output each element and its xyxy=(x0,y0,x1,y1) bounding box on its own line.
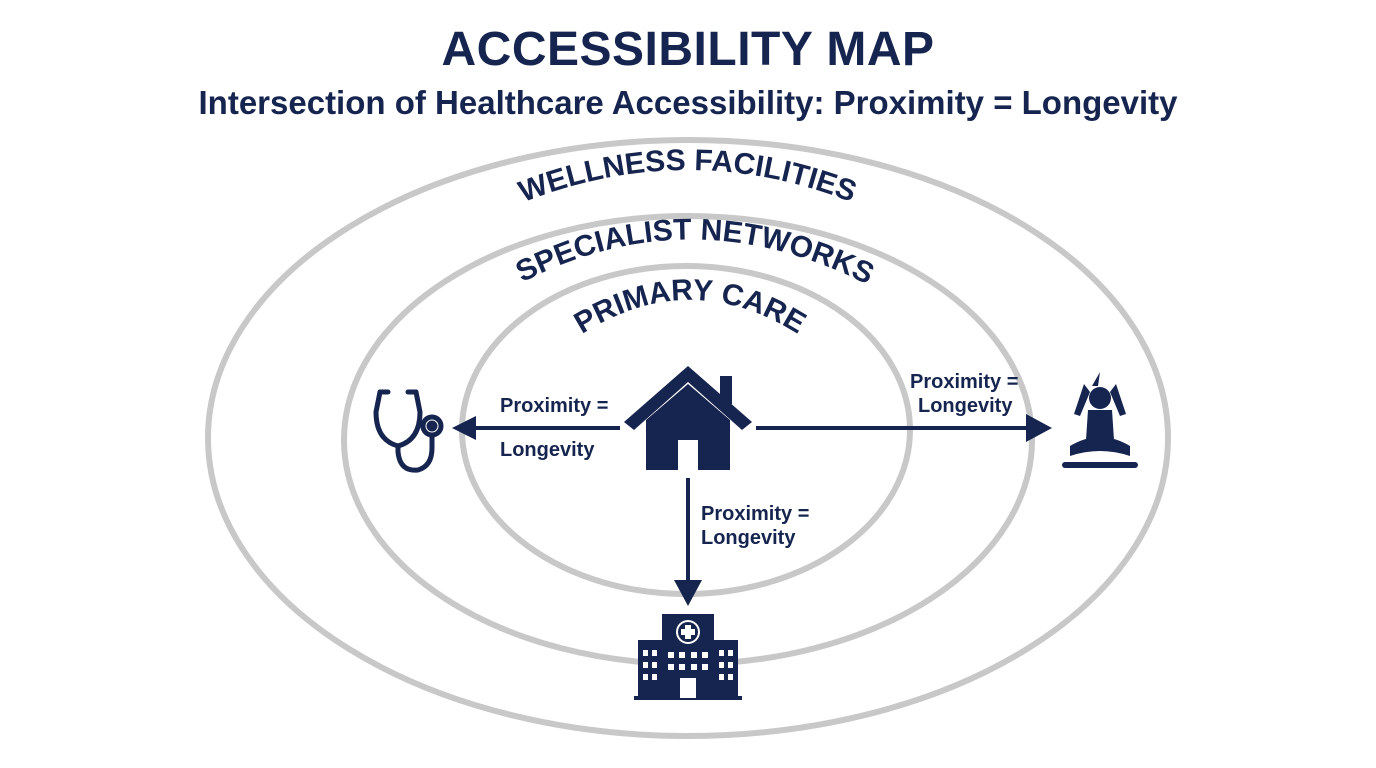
ring-wellness-facilities xyxy=(205,137,1171,739)
diagram-title: ACCESSIBILITY MAP xyxy=(441,23,935,76)
ring-label-primary: PRIMARY CARE xyxy=(569,274,812,340)
edge-label-left-line2: Longevity xyxy=(500,439,595,461)
edge-label-right-line2: Longevity xyxy=(918,395,1013,417)
arrow-to-right xyxy=(756,414,1052,442)
ring-label-wellness: WELLNESS FACILITIES xyxy=(514,144,860,209)
ring-label-wellness-text: WELLNESS FACILITIES xyxy=(514,144,860,209)
edge-label-bottom-line2: Longevity xyxy=(701,527,796,549)
edge-label-right-line1: Proximity = xyxy=(910,371,1019,393)
meditation-icon xyxy=(1062,372,1138,468)
arrow-to-bottom xyxy=(674,478,702,606)
house-icon xyxy=(624,366,752,470)
stethoscope-icon xyxy=(373,389,444,473)
ring-label-primary-text: PRIMARY CARE xyxy=(569,274,812,340)
hospital-icon xyxy=(634,614,742,700)
edge-label-left-line1: Proximity = xyxy=(500,395,609,417)
diagram-subtitle: Intersection of Healthcare Accessibility… xyxy=(198,84,1178,121)
arrow-to-left xyxy=(452,416,620,440)
edge-label-bottom-line1: Proximity = xyxy=(701,503,810,525)
